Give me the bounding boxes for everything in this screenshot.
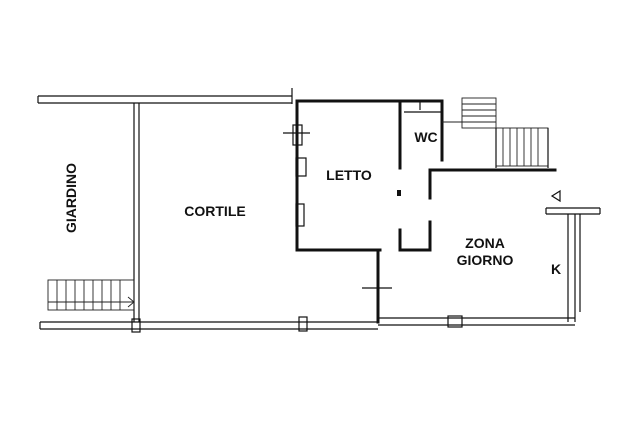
wc-label: WC [414,129,437,145]
courtyard-label: CORTILE [184,203,245,219]
bedroom-walls [283,88,402,252]
living-area-label-line2: GIORNO [457,252,514,268]
wc-walls [397,99,444,252]
upper-stairs [442,97,549,168]
garden-stairs [47,279,135,311]
garden-label: GIARDINO [63,163,79,233]
living-area-walls [362,168,601,328]
courtyard-walls [37,95,378,333]
living-area-label-line1: ZONA [465,235,505,251]
bedroom-label: LETTO [326,167,372,183]
kitchen-label: K [551,261,561,277]
